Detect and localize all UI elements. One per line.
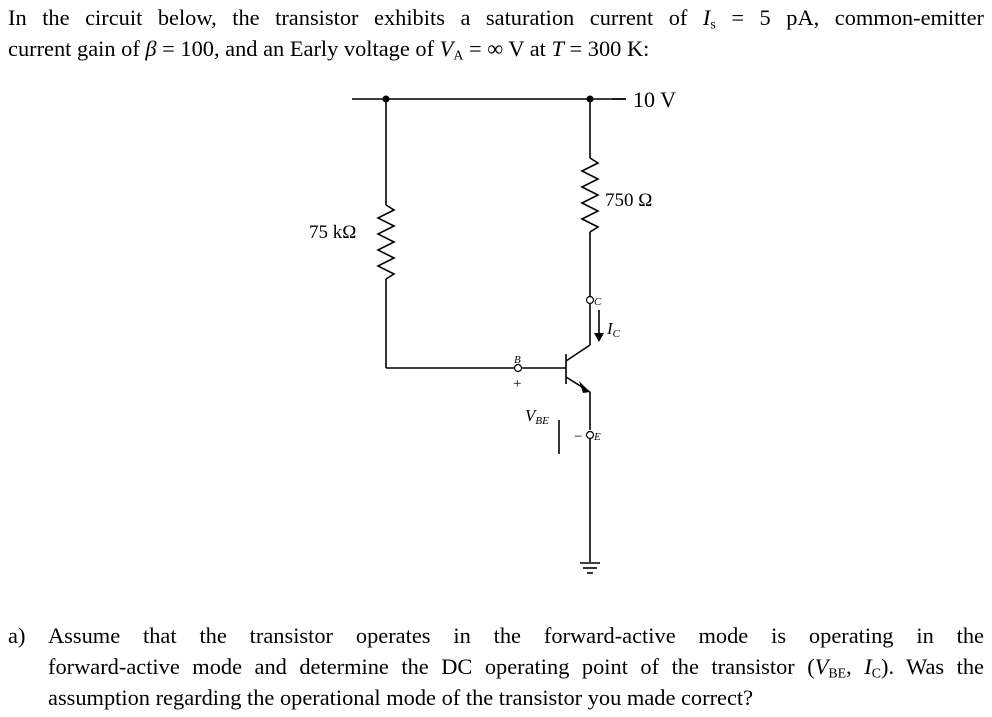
symbol-vbe: V (814, 654, 829, 679)
question-text: , (846, 654, 865, 679)
symbol-va-sub: A (453, 48, 464, 64)
ic-symbol: I (606, 319, 614, 338)
symbol-va: V (439, 36, 454, 61)
node-e-label: E (593, 431, 601, 443)
ic-arrow-head (594, 333, 604, 342)
rc-label: 750 Ω (605, 190, 652, 211)
vbe-symbol: V (525, 406, 538, 425)
problem-intro: In the circuit below, the transistor exh… (8, 2, 984, 64)
transistor-collector-arm (565, 344, 591, 362)
question-text: ). Was the (881, 654, 984, 679)
intro-line-1: In the circuit below, the transistor exh… (8, 2, 984, 33)
node-e-terminal (585, 430, 595, 440)
symbol-beta: β (145, 36, 157, 61)
intro-text: = 5 pA, common-emitter (715, 5, 984, 30)
intro-text: = ∞ V at (463, 36, 552, 61)
question-text: forward-active mode and determine the DC… (48, 654, 815, 679)
node-c-label: C (594, 296, 602, 308)
question-line-2: forward-active mode and determine the DC… (8, 651, 984, 682)
symbol-ic: I (864, 654, 872, 679)
question-a: a) Assume that the transistor operates i… (8, 620, 984, 713)
node-dot-right (586, 95, 594, 103)
supply-voltage-label: 10 V (633, 87, 676, 112)
node-b-terminal (513, 363, 523, 373)
symbol-is-sub: s (710, 17, 716, 33)
symbol-ic-sub: C (871, 666, 881, 682)
emitter-arrow (579, 381, 590, 393)
intro-text: current gain of (8, 36, 146, 61)
symbol-vbe-sub: BE (828, 666, 847, 682)
intro-text: In the circuit below, the transistor exh… (8, 5, 703, 30)
symbol-t: T (551, 36, 564, 61)
question-line-3: assumption regarding the operational mod… (48, 685, 754, 710)
symbol-is: I (702, 5, 711, 30)
ic-label: IC (606, 319, 621, 340)
rb-resistor (376, 204, 396, 280)
rb-label: 75 kΩ (309, 222, 356, 243)
rc-resistor (580, 157, 600, 233)
vbe-minus-sign: − (574, 429, 582, 445)
node-b-label: B (514, 354, 521, 366)
vbe-plus-sign: + (513, 376, 521, 392)
node-c-terminal (585, 295, 595, 305)
node-dot-left (382, 95, 390, 103)
question-line-1: Assume that the transistor operates in t… (48, 623, 984, 648)
intro-line-2: current gain of β = 100, and an Early vo… (8, 33, 984, 64)
ic-subscript: C (613, 328, 621, 340)
question-label: a) (8, 623, 26, 648)
intro-text: = 300 K: (563, 36, 650, 61)
intro-text: = 100, and an Early voltage of (156, 36, 440, 61)
vbe-label: VBE (525, 406, 549, 427)
vbe-subscript: BE (535, 415, 549, 427)
